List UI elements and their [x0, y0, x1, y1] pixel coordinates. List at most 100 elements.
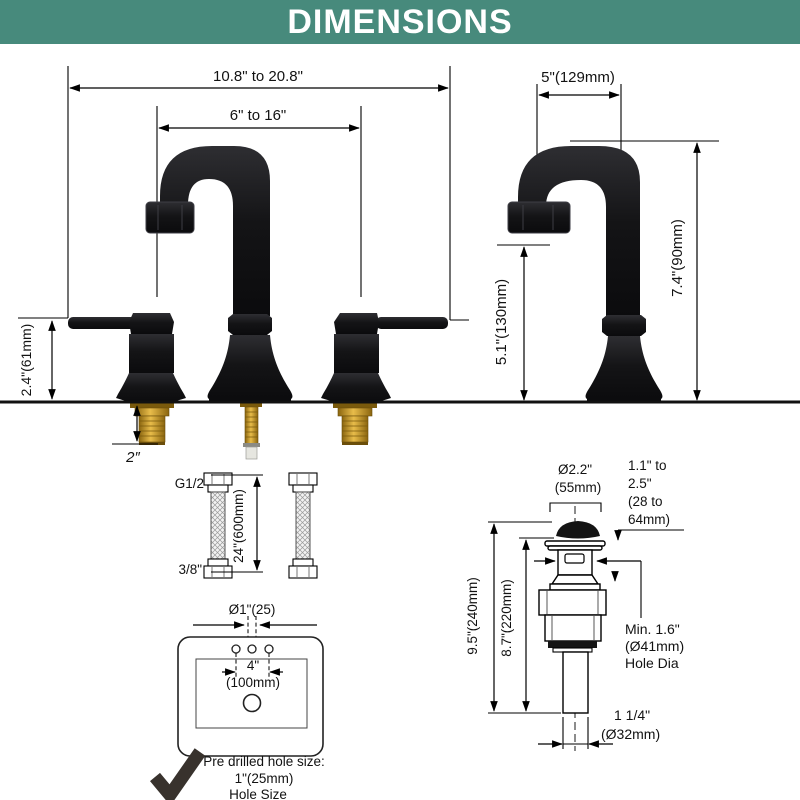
min-hole-annotation: Min. 1.6" (Ø41mm) Hole Dia: [534, 557, 684, 671]
predrilled-note: Pre drilled hole size: 1"(25mm) Hole Siz…: [150, 748, 325, 800]
faucet-front-silhouette: [68, 146, 448, 404]
body-block: [544, 614, 602, 642]
dim-hose-length: 24"(600mm): [211, 474, 263, 573]
adjust-label-1: 1.1" to: [628, 458, 667, 473]
drain-diagram: Ø2.2" (55mm) 1.1" to 2.5" (28 to 64mm): [465, 458, 684, 751]
adjust-label-4: 64mm): [628, 512, 670, 527]
spout-base: [207, 335, 293, 402]
dim-label: 10.8" to 20.8": [213, 68, 303, 85]
hose-collar: [292, 558, 314, 567]
gasket-ring: [548, 641, 597, 648]
faucet-hole-left: [231, 644, 241, 654]
adjust-label-2: 2.5": [628, 476, 652, 491]
hole-label-2: (Ø41mm): [625, 638, 684, 654]
dim-label: 24"(600mm): [231, 489, 246, 563]
hose-2: [288, 472, 318, 579]
stem-rod: [244, 406, 259, 446]
dim-label: 5"(129mm): [541, 69, 615, 86]
dim-overall-width: 10.8" to 20.8": [18, 66, 469, 321]
collar-disc: [549, 583, 601, 591]
dim-tailpipe: 1 1/4" (Ø32mm): [538, 707, 660, 749]
spout-aerator: [507, 201, 571, 234]
dim-label: 5.1"(130mm): [493, 279, 510, 365]
header-banner: DIMENSIONS: [0, 0, 800, 44]
sink-diagram: Ø1"(25) 4" (100mm): [177, 602, 324, 757]
dimensions-drawing: 10.8" to 20.8" 6" to 16": [0, 66, 800, 800]
hose-top-thread-label: G1/2: [175, 476, 204, 491]
side-view: 5"(129mm) 7.4"(90mm) 5.1"(130mm): [493, 69, 719, 402]
right-handle-cap: [334, 313, 379, 334]
front-view: 10.8" to 20.8" 6" to 16": [18, 66, 469, 466]
supply-hoses: G1/2 3/8" 24"(600mm): [175, 472, 318, 579]
spout-body: [518, 146, 640, 317]
dim-label: 8.7"(220mm): [499, 579, 514, 657]
hole-diameter-label: Ø1"(25): [229, 602, 276, 617]
hose-1: [203, 472, 233, 579]
overflow-slot: [564, 553, 585, 564]
hose-braided-tube: [295, 491, 311, 560]
dim-shank-length: 2″: [112, 405, 158, 466]
dim-spout-reach: 6" to 16": [156, 106, 362, 297]
hose-collar: [207, 484, 229, 493]
spout-hex-nut: [228, 314, 272, 335]
hole-label-3: Hole Dia: [625, 655, 679, 671]
faucet-hole-center: [247, 644, 257, 654]
lock-nut: [538, 589, 607, 616]
faucet-hole-right: [264, 644, 274, 654]
tail-label-2: (Ø32mm): [601, 726, 660, 742]
adjust-label-3: (28 to: [628, 494, 663, 509]
hose-bottom-nut: [288, 565, 318, 579]
dim-handle-height: 2.4"(61mm): [18, 320, 56, 400]
hose-collar: [292, 484, 314, 493]
left-handle-body: [129, 334, 174, 373]
tail-label-1: 1 1/4": [614, 707, 650, 723]
cap-dia-bracket: [549, 502, 602, 512]
cap-dia-in-label: Ø2.2": [558, 462, 592, 477]
dim-outlet-height: 5.1"(130mm): [493, 244, 550, 401]
left-handle-skirt: [116, 373, 186, 404]
spout-base: [585, 336, 663, 402]
shank-tube: [341, 415, 369, 443]
dim-label: 2″: [125, 449, 140, 466]
spout-hex-nut: [602, 315, 646, 336]
shank-washer: [130, 403, 174, 408]
faucet-side-silhouette: [507, 146, 663, 402]
dim-spout-reach-side: 5"(129mm): [536, 69, 622, 178]
right-lever-handle: [376, 317, 448, 329]
cap-dia-mm-label: (55mm): [555, 480, 602, 495]
page-title: DIMENSIONS: [287, 2, 513, 41]
flange-disc-1: [544, 540, 606, 547]
drain-hole: [242, 693, 262, 713]
dim-label: 2.4"(61mm): [18, 324, 34, 397]
stem-tip: [245, 446, 258, 460]
dim-total-height: 7.4"(90mm): [570, 140, 719, 401]
dim-drain-body-height: 8.7"(220mm): [499, 537, 554, 712]
note-line1: Pre drilled hole size:: [203, 754, 325, 769]
shank-threads: [342, 420, 368, 437]
spout-aerator: [145, 201, 195, 234]
stem-washer: [240, 403, 262, 407]
shank-tube: [138, 415, 166, 443]
hose-braided-tube: [210, 491, 226, 560]
hole-label-1: Min. 1.6": [625, 621, 680, 637]
shank-nut: [134, 407, 170, 417]
taper: [550, 574, 600, 585]
dim-hole-spacing: 4" (100mm): [222, 653, 283, 690]
shank-nut: [337, 407, 373, 417]
drain-body: [538, 521, 607, 714]
note-line3: Hole Size: [229, 787, 287, 800]
dim-label: 7.4"(90mm): [669, 219, 686, 297]
dim-label: 6" to 16": [230, 107, 287, 124]
right-handle-body: [334, 334, 379, 373]
center-valve-stem: [240, 403, 262, 460]
shank-end: [342, 442, 368, 445]
spout-body: [160, 146, 270, 316]
shank-threads: [139, 420, 165, 437]
brass-shanks: [130, 403, 377, 460]
stem-threads: [245, 411, 258, 438]
note-line2: 1"(25mm): [235, 771, 294, 786]
spacing-mm-label: (100mm): [226, 675, 280, 690]
hose-top-nut: [288, 472, 318, 486]
checkmark-icon: [150, 748, 206, 800]
